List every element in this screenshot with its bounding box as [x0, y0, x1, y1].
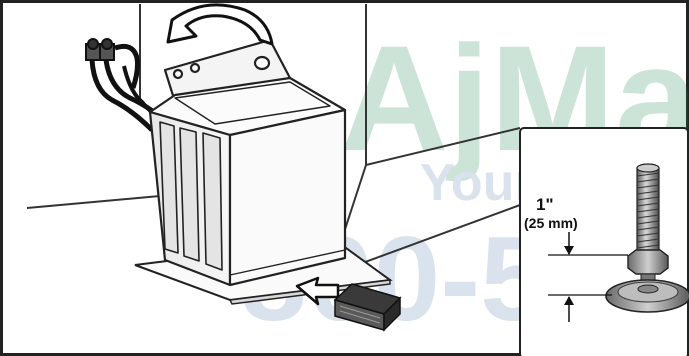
leveling-leg-inset: 1" (25 mm) [520, 128, 689, 356]
measurement-metric-label: (25 mm) [524, 215, 578, 231]
measurement-label: 1" [536, 195, 554, 214]
washer [150, 40, 345, 285]
hex-nut [628, 250, 668, 274]
rotate-arrow-icon [168, 5, 272, 44]
